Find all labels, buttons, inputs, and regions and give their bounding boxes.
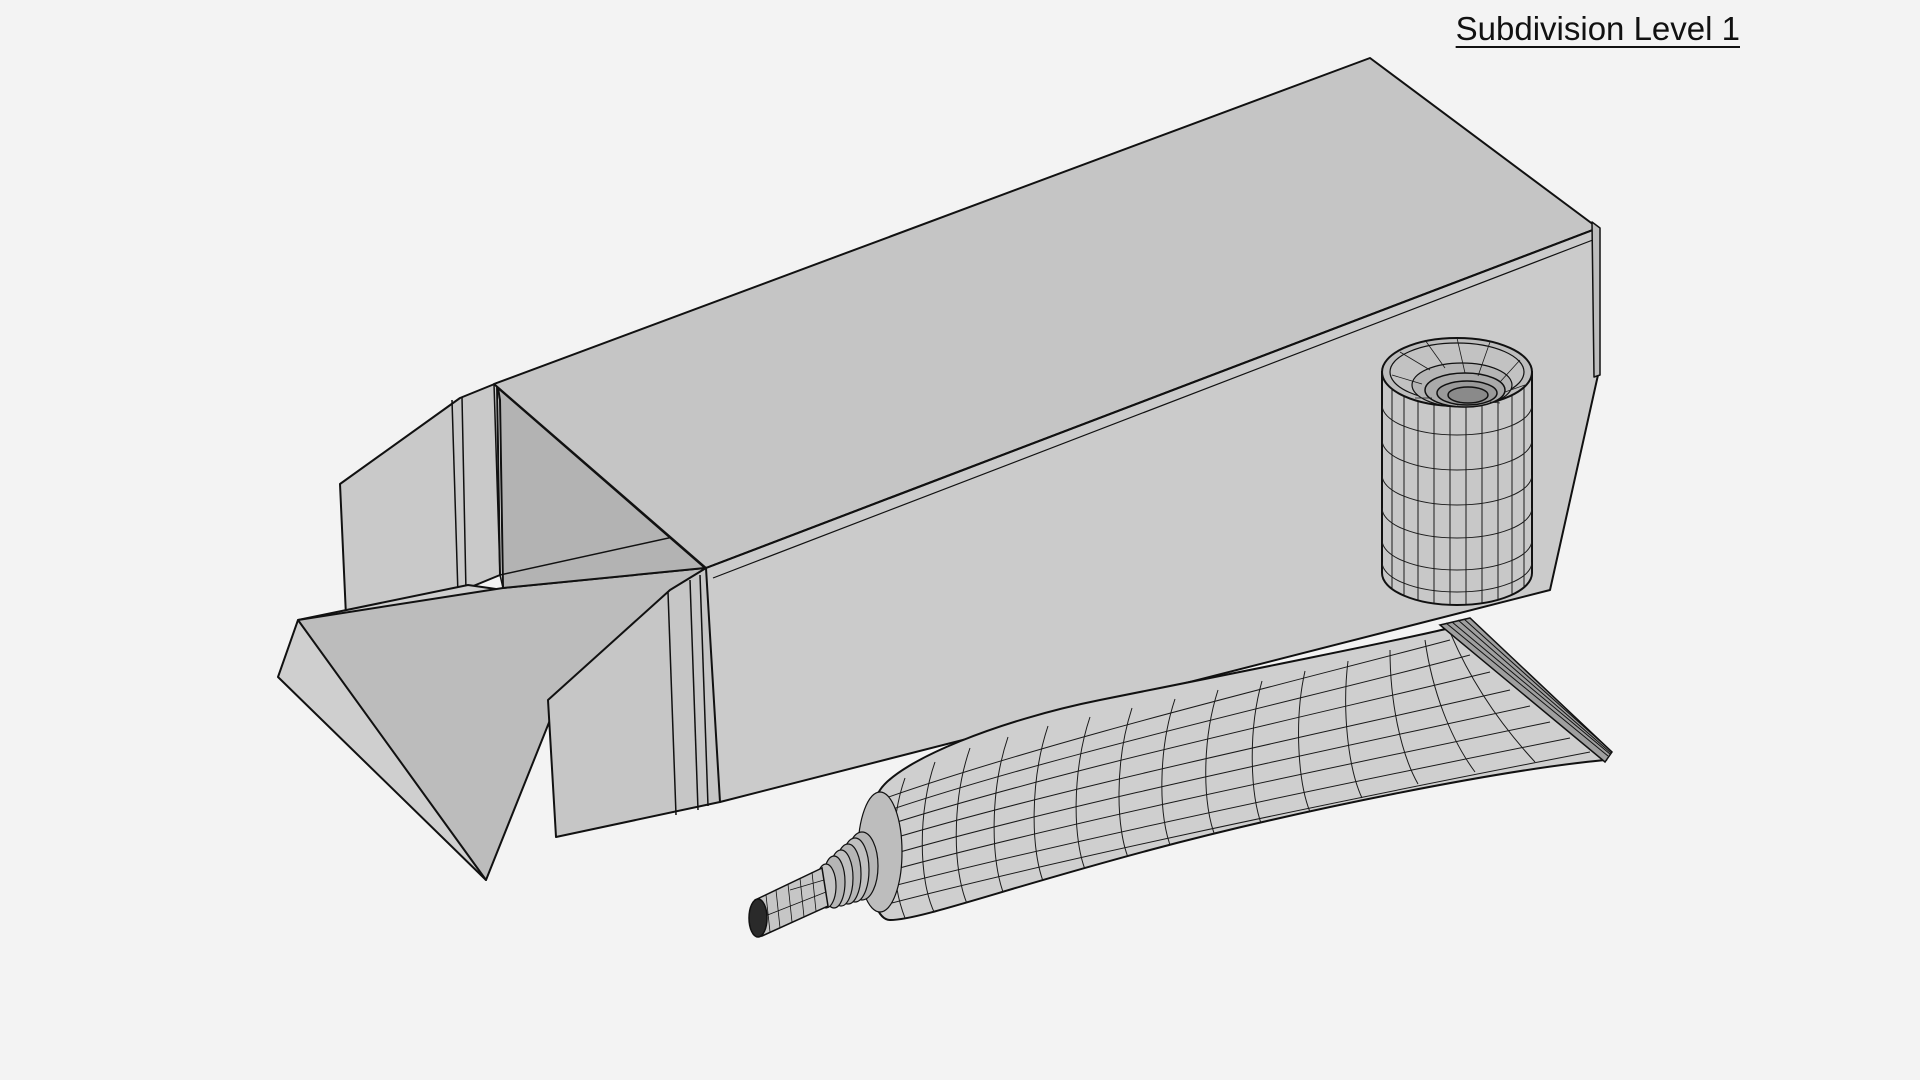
subdivision-level-label: Subdivision Level 1 [1455, 10, 1740, 47]
tube-cap [1381, 337, 1533, 606]
ointment-tube [748, 617, 1613, 938]
carton-box [277, 57, 1601, 881]
box-front-flap [547, 567, 721, 838]
